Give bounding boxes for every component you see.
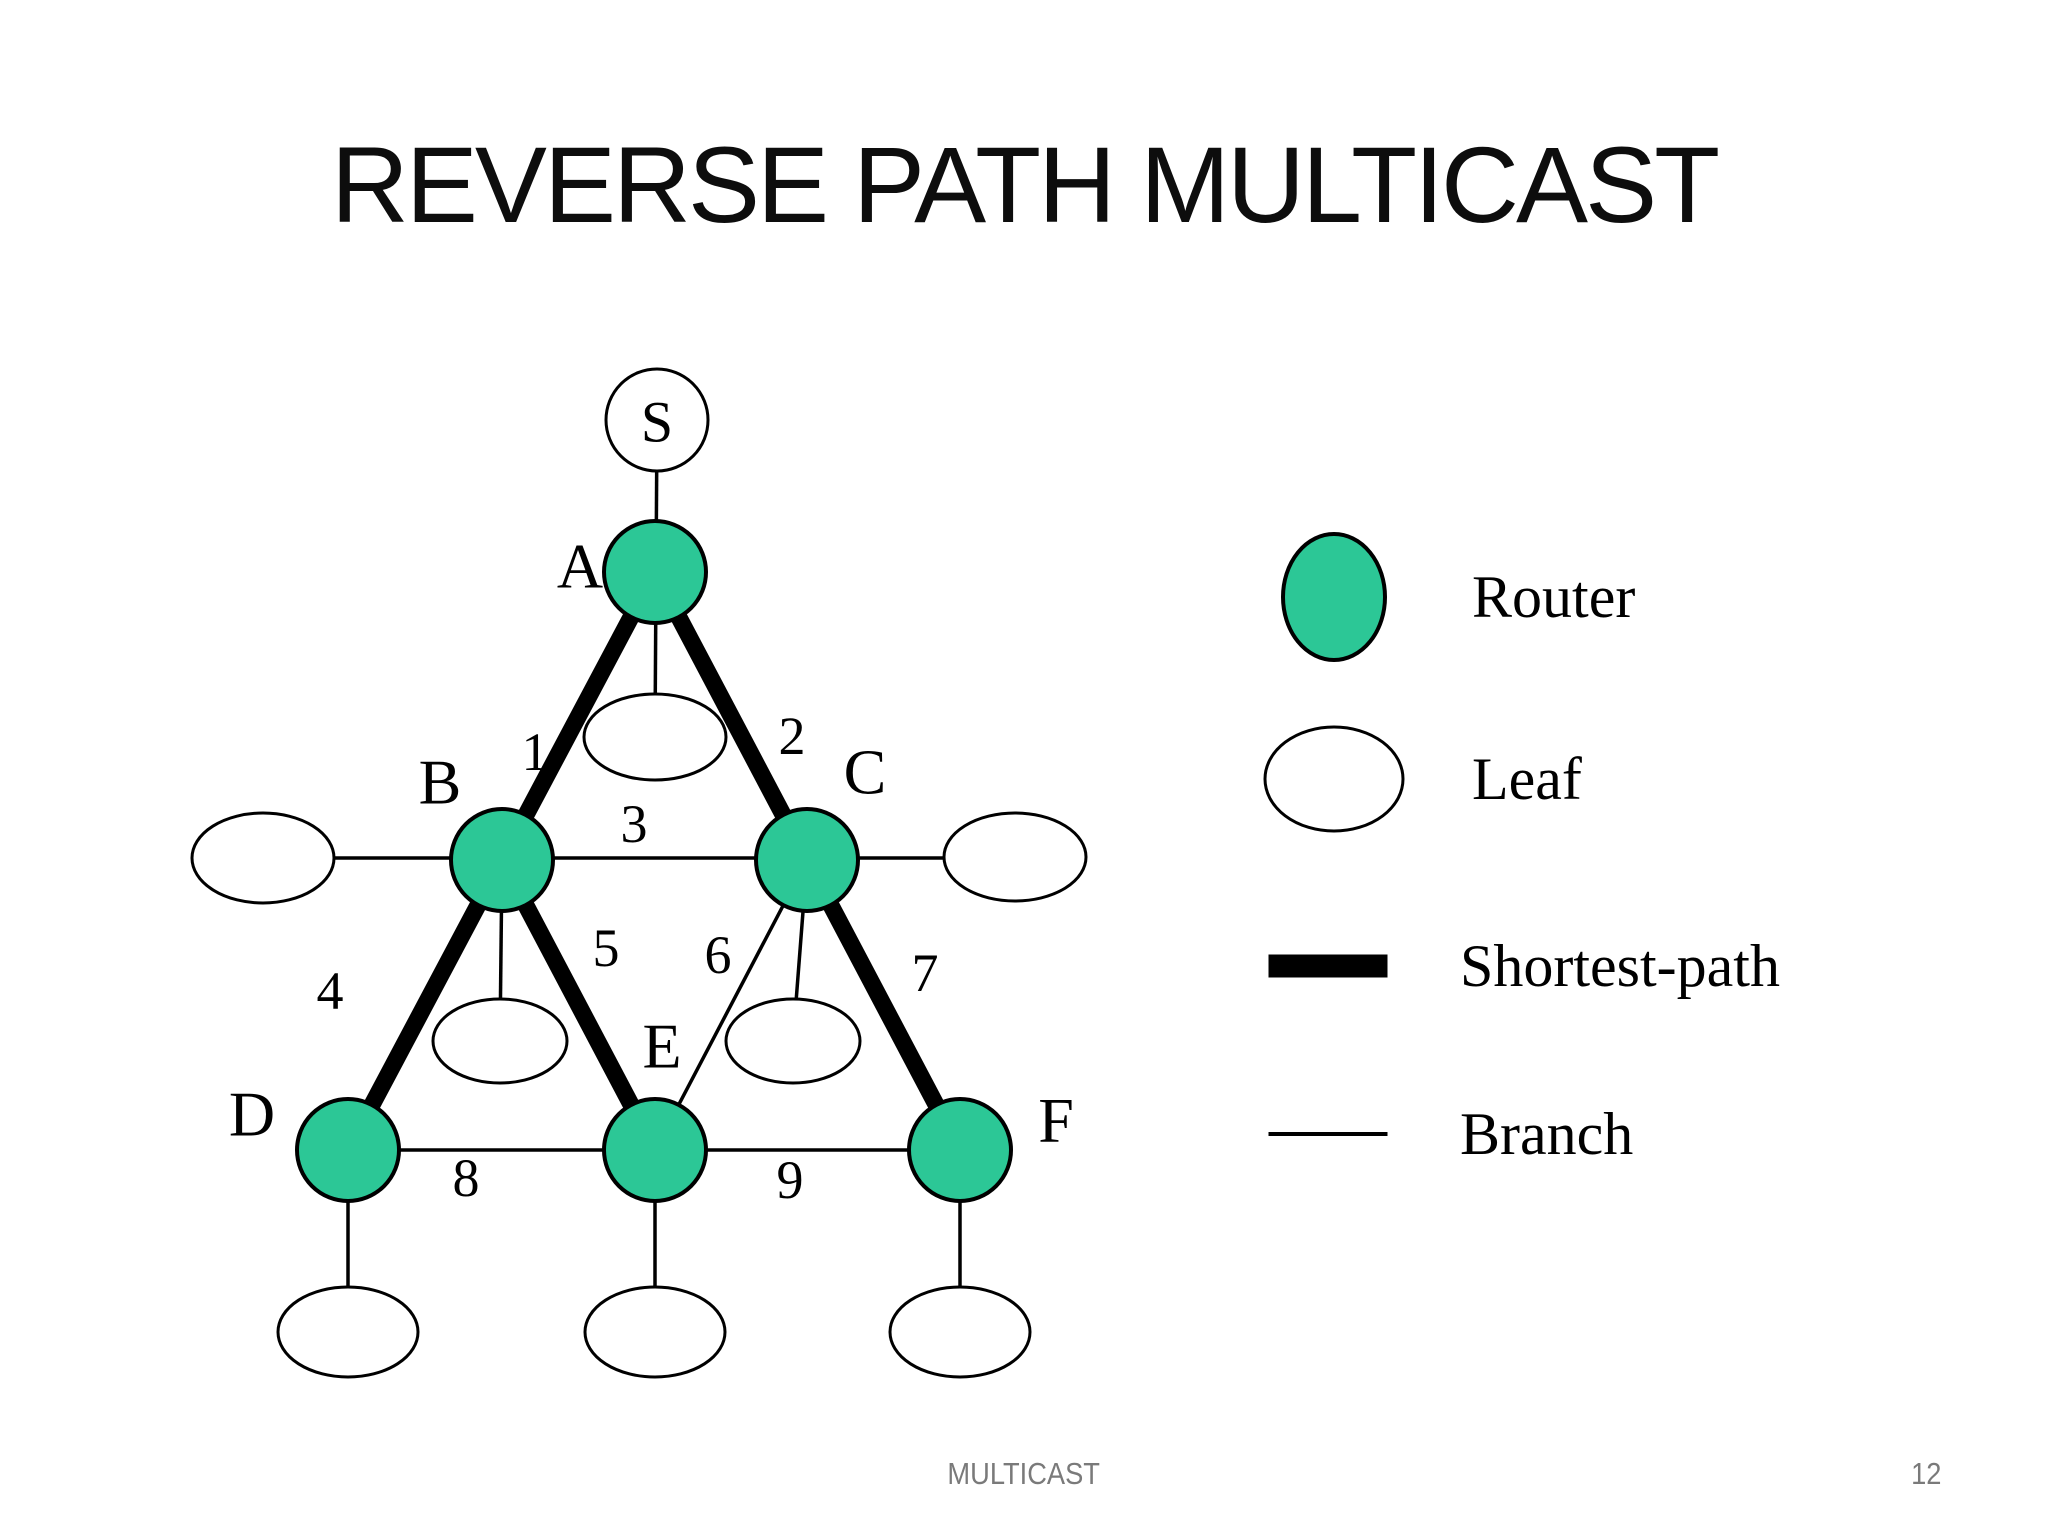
leaf-under-D (276, 1285, 420, 1379)
router-label-A: A (557, 531, 603, 602)
edge-label-6: 6 (705, 925, 732, 985)
leaf-left-of-B (190, 811, 336, 905)
edge-label-1: 1 (522, 722, 549, 782)
router-label-F: F (1038, 1085, 1074, 1156)
edge-label-4: 4 (317, 961, 344, 1021)
edge-label-9: 9 (777, 1150, 804, 1210)
router-node-B (449, 807, 555, 913)
footer-title: MULTICAST (0, 1456, 2048, 1492)
legend-label-leaf: Leaf (1472, 746, 1582, 812)
leaves-layer (190, 692, 1088, 1379)
router-node-C (754, 807, 860, 913)
shortest-path-edge-A-B (494, 568, 663, 864)
routers-layer (295, 367, 1013, 1203)
legend-shortest-path-symbol (1268, 954, 1388, 978)
edge-label-5: 5 (593, 918, 620, 978)
page-number-text: 12 (1910, 1456, 1942, 1491)
shortest-path-edge-A-C (647, 568, 815, 864)
shortest-path-edge-B-E (494, 856, 663, 1154)
slide-title: REVERSE PATH MULTICAST (330, 124, 1720, 245)
router-label-E: E (642, 1011, 681, 1082)
shortest-path-edge-B-D (340, 856, 510, 1154)
router-label-C: C (844, 737, 887, 808)
edge-label-2: 2 (779, 706, 806, 766)
router-node-A (602, 519, 708, 625)
shortest-path-edge-C-F (799, 856, 968, 1154)
leaf-under-F (888, 1285, 1032, 1379)
edge-label-7: 7 (912, 943, 939, 1003)
legend-label-router: Router (1472, 564, 1635, 630)
leaf-under-A (582, 692, 728, 782)
page-number: 12 (1886, 1456, 1966, 1492)
legend-leaf-symbol (1263, 725, 1405, 833)
leaf-under-B (431, 997, 569, 1085)
router-node-F (907, 1097, 1013, 1203)
labels-layer: 3 6 8 9 1 2 4 5 7 S A B C D E F (229, 390, 1074, 1211)
edge-label-8: 8 (453, 1148, 480, 1208)
router-label-B: B (419, 747, 462, 818)
legend-label-shortest-path: Shortest-path (1460, 933, 1780, 999)
router-node-D (295, 1097, 401, 1203)
leaf-under-C (724, 997, 862, 1085)
source-node-S (604, 367, 710, 473)
router-node-E (602, 1097, 708, 1203)
legend-label-branch: Branch (1460, 1101, 1633, 1167)
edge-label-3: 3 (621, 794, 648, 854)
footer-title-text: MULTICAST (947, 1456, 1101, 1491)
router-label-D: D (229, 1079, 275, 1150)
branch-edge-C-E (653, 859, 809, 1151)
leaf-under-E (583, 1285, 727, 1379)
leaf-right-of-C (942, 811, 1088, 903)
source-label-S: S (641, 390, 673, 455)
legend-router-symbol (1281, 532, 1387, 662)
